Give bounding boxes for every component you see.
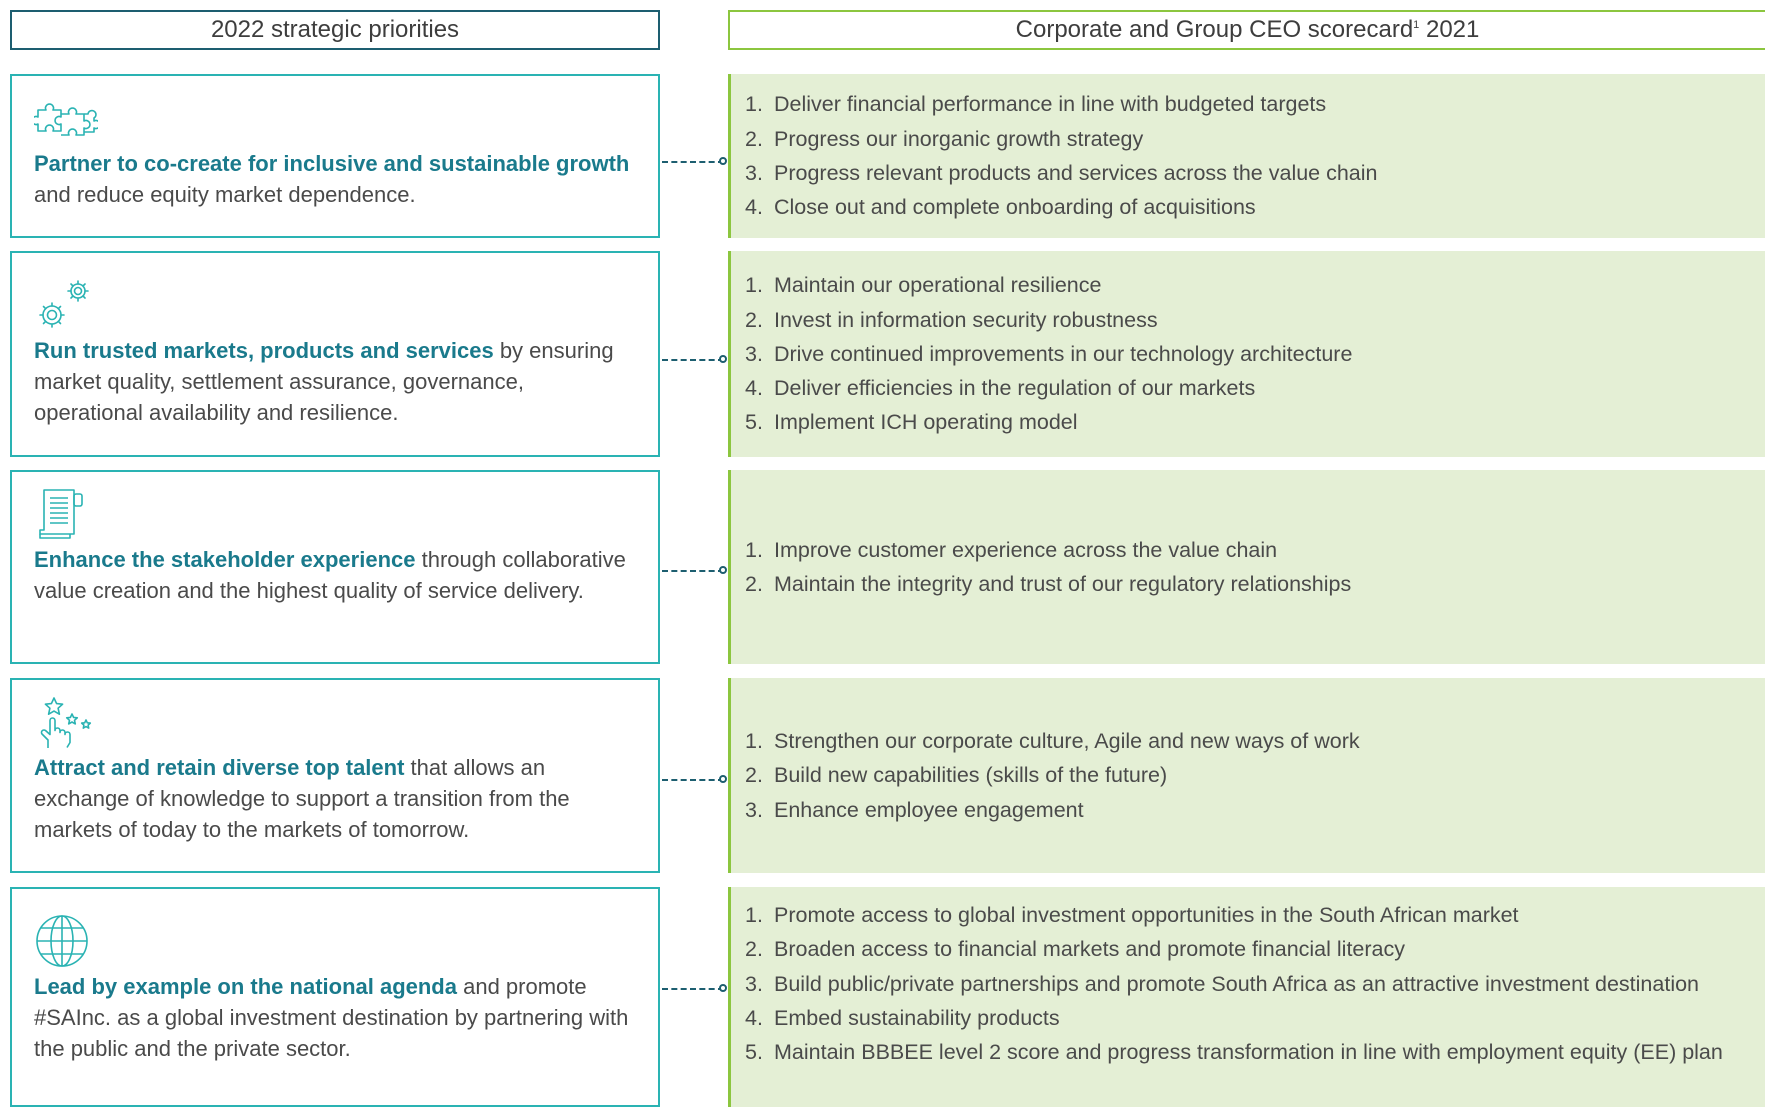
footnote-marker: 1 — [1413, 19, 1420, 31]
scorecard-list: 1.Improve customer experience across the… — [745, 533, 1765, 602]
scorecard-box-1: 1.Deliver financial performance in line … — [728, 74, 1765, 238]
scorecard-item: 1.Improve customer experience across the… — [745, 537, 1278, 562]
connector-line-5 — [662, 988, 724, 990]
scorecard-box-4: 1.Strengthen our corporate culture, Agil… — [728, 678, 1765, 873]
scorecard-item: 3.Enhance employee engagement — [745, 797, 1084, 822]
priority-text: Enhance the stakeholder experience throu… — [34, 547, 626, 603]
scorecard-list: 1.Maintain our operational resilience 2.… — [745, 268, 1765, 439]
priority-box-partner: Partner to co-create for inclusive and s… — [10, 74, 660, 238]
scorecard-item: 4.Close out and complete onboarding of a… — [745, 195, 1256, 220]
scorecard-box-2: 1.Maintain our operational resilience 2.… — [728, 251, 1765, 457]
connector-dot-4 — [719, 775, 727, 783]
puzzle-icon — [34, 103, 98, 136]
gears-icon — [39, 280, 89, 328]
scorecard-title: Corporate and Group CEO scorecard1 2021 — [1015, 16, 1480, 43]
strategic-priorities-title: 2022 strategic priorities — [210, 16, 460, 43]
priority-text: Run trusted markets, products and servic… — [34, 338, 614, 425]
scorecard-item: 3.Drive continued improvements in our te… — [745, 341, 1353, 366]
scorecard-item: 1.Maintain our operational resilience — [745, 273, 1102, 298]
priority-box-stakeholder: Enhance the stakeholder experience throu… — [10, 470, 660, 664]
scorecard-box-3: 1.Improve customer experience across the… — [728, 470, 1765, 664]
scorecard-item: 3.Build public/private partnerships and … — [745, 971, 1700, 996]
scorecard-item: 2.Invest in information security robustn… — [745, 307, 1158, 332]
scorecard-item: 1.Strengthen our corporate culture, Agil… — [745, 729, 1360, 754]
scorecard-item: 1.Deliver financial performance in line … — [745, 92, 1327, 117]
connector-dot-3 — [719, 566, 727, 574]
connector-line-2 — [662, 359, 724, 361]
scorecard-item: 2.Progress our inorganic growth strategy — [745, 126, 1144, 151]
document-icon — [39, 489, 83, 539]
connector-line-3 — [662, 570, 724, 572]
hand-stars-icon — [40, 697, 92, 748]
priority-box-talent: Attract and retain diverse top talent th… — [10, 678, 660, 873]
globe-icon — [36, 915, 88, 967]
priority-box-markets: Run trusted markets, products and servic… — [10, 251, 660, 457]
scorecard-item: 2.Build new capabilities (skills of the … — [745, 763, 1168, 788]
scorecard-item: 4.Embed sustainability products — [745, 1005, 1060, 1030]
priority-text: Attract and retain diverse top talent th… — [34, 755, 570, 842]
connector-line-1 — [662, 161, 724, 163]
scorecard-header: Corporate and Group CEO scorecard1 2021 — [728, 10, 1765, 50]
scorecard-list: 1.Deliver financial performance in line … — [745, 87, 1765, 224]
strategic-priorities-header: 2022 strategic priorities — [10, 10, 660, 50]
scorecard-item: 2.Maintain the integrity and trust of ou… — [745, 572, 1352, 596]
connector-dot-2 — [719, 355, 727, 363]
connector-line-4 — [662, 779, 724, 781]
scorecard-list: 1.Promote access to global investment op… — [745, 898, 1765, 1069]
scorecard-box-5: 1.Promote access to global investment op… — [728, 887, 1765, 1107]
scorecard-item: 1.Promote access to global investment op… — [745, 903, 1519, 927]
priority-box-national-agenda: Lead by example on the national agenda a… — [10, 887, 660, 1107]
scorecard-item: 5.Maintain BBBEE level 2 score and progr… — [745, 1040, 1723, 1065]
scorecard-item: 4.Deliver efficiencies in the regulation… — [745, 376, 1256, 401]
scorecard-item: 3.Progress relevant products and service… — [745, 161, 1378, 185]
scorecard-item: 2.Broaden access to financial markets an… — [745, 937, 1405, 962]
connector-dot-5 — [719, 984, 727, 992]
connector-dot-1 — [719, 157, 727, 165]
priority-text: Partner to co-create for inclusive and s… — [34, 151, 630, 207]
priority-text: Lead by example on the national agenda a… — [34, 974, 629, 1061]
scorecard-item: 5.Implement ICH operating model — [745, 410, 1078, 435]
scorecard-list: 1.Strengthen our corporate culture, Agil… — [745, 724, 1765, 827]
